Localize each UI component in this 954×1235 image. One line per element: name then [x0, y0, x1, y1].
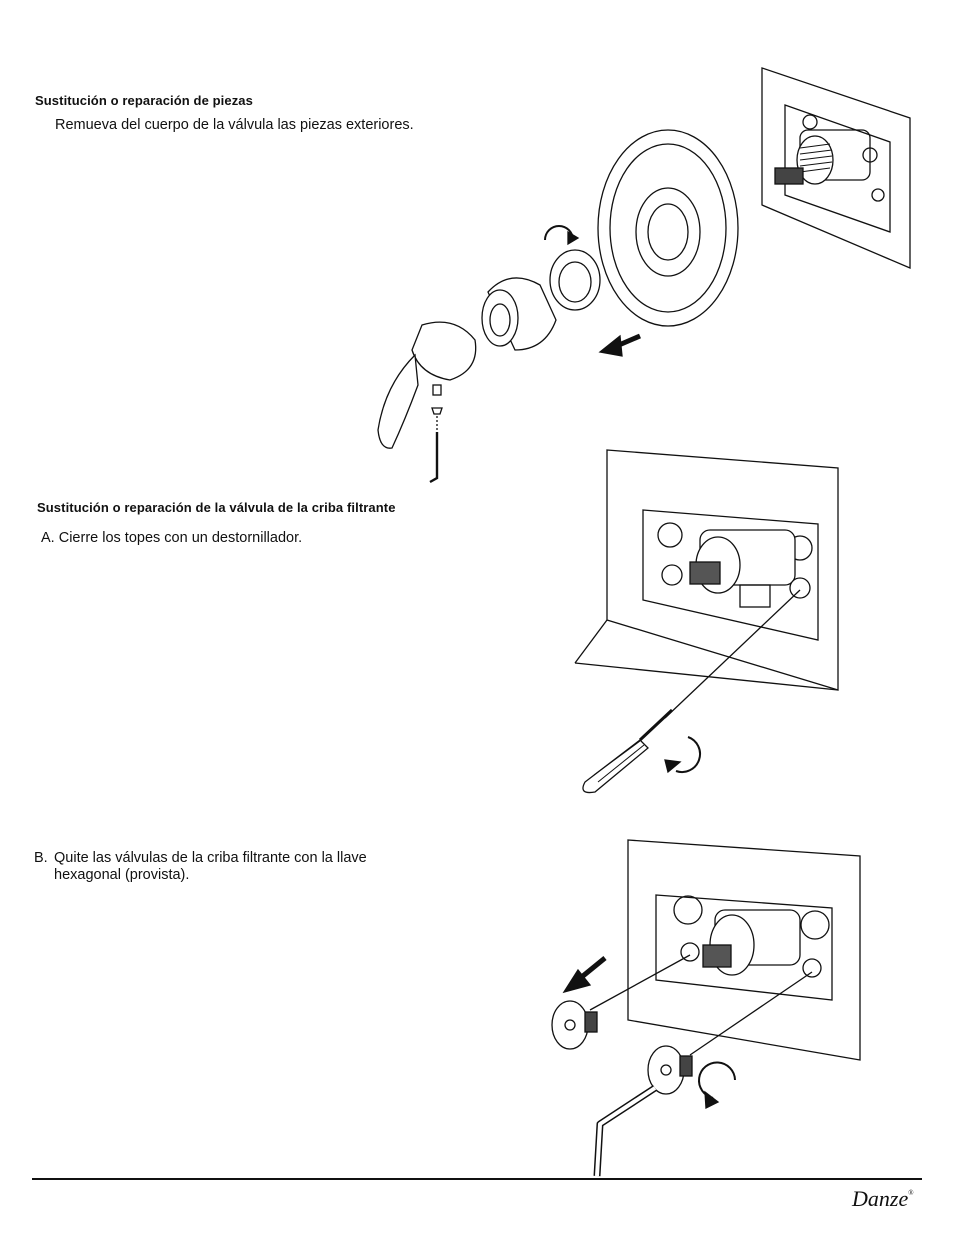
- rotate-arrow-icon: [698, 1061, 736, 1099]
- lever-handle-hub: [411, 321, 477, 381]
- step-b-label: B.: [34, 850, 48, 866]
- mounting-ring: [549, 249, 601, 311]
- step-b-line1: Quite las válvulas de la criba filtrante…: [54, 850, 367, 866]
- wall-opening-bottom: [655, 894, 833, 1001]
- valve-port-bottom-right: [871, 188, 885, 202]
- filter-port-right: [800, 910, 830, 940]
- set-screw: [432, 384, 442, 396]
- allen-key-small: [429, 432, 439, 484]
- section-heading-filter-screen-valve: Sustitución o reparación de la válvula d…: [37, 500, 396, 515]
- valve-port-top-left: [802, 114, 818, 130]
- registered-mark: ®: [908, 1189, 914, 1197]
- valve-stem-middle: [689, 561, 721, 585]
- filter-port-left: [673, 895, 703, 925]
- wall-plate-top: [761, 67, 911, 269]
- screwdriver-shaft: [638, 708, 674, 742]
- step-b-line2: hexagonal (provista).: [54, 867, 190, 883]
- screw-cap: [431, 407, 443, 415]
- wall-opening-middle: [642, 509, 819, 641]
- stop-screw-right: [789, 577, 811, 599]
- stop-screw-left: [661, 564, 683, 586]
- hex-key: [593, 1085, 657, 1177]
- stop-port-left: [657, 522, 683, 548]
- valve-cartridge-top: [796, 135, 834, 185]
- brand-logo: Danze®: [852, 1186, 914, 1212]
- instruction-remove-exterior-parts: Remueva del cuerpo de la válvula las pie…: [55, 117, 414, 133]
- rotate-arrow-icon: [675, 736, 701, 774]
- valve-port-top-right: [862, 147, 878, 163]
- brand-name: Danze: [852, 1186, 909, 1211]
- valve-stem-bottom: [702, 944, 732, 968]
- footer-rule: [32, 1178, 922, 1180]
- section-heading-replace-parts: Sustitución o reparación de piezas: [35, 93, 253, 108]
- lever-handle: [377, 353, 419, 449]
- escutcheon-plate: [597, 129, 739, 327]
- step-a-text: A. Cierre los topes con un destornillado…: [41, 530, 303, 546]
- filter-screen-valve-left: [551, 1000, 589, 1050]
- valve-stem-top: [774, 167, 804, 185]
- screwdriver-handle: [582, 739, 649, 794]
